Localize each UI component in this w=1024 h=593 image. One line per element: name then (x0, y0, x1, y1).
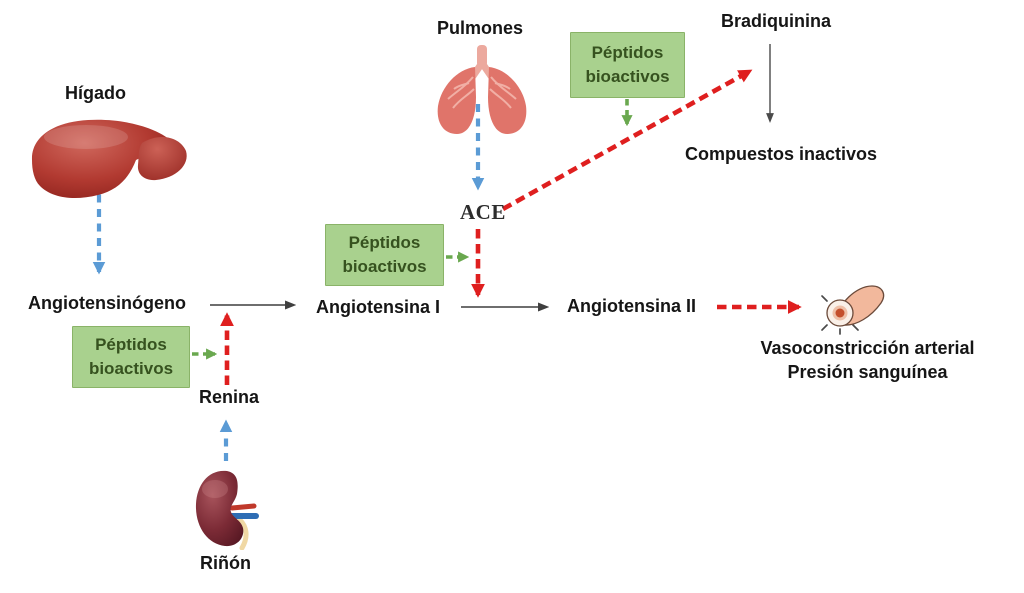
ace-label: ACE (460, 200, 506, 224)
lungs-icon (437, 45, 527, 134)
vasoconstriction-line1: Vasoconstricción arterial (760, 338, 975, 358)
blood-vessel-icon (821, 285, 885, 335)
peptide-box-top: Péptidos bioactivos (570, 32, 685, 98)
peptide-box-left-line2: bioactivos (88, 359, 174, 378)
angiotensin2-label: Angiotensina II (567, 296, 697, 316)
vasoconstriction-label: Vasoconstricción arterial Presión sanguí… (745, 336, 990, 385)
peptide-box-middle-line2: bioactivos (342, 257, 427, 276)
angiotensinogen-label: Angiotensinógeno (28, 293, 186, 313)
bradykinin-label: Bradiquinina (721, 11, 832, 31)
peptide-box-middle-line1: Péptidos (348, 233, 421, 253)
inactive-compounds-label: Compuestos inactivos (685, 144, 878, 164)
kidney-label: Riñón (200, 553, 251, 573)
liver-label: Hígado (65, 83, 126, 103)
peptide-box-left-line1: Péptidos (95, 335, 167, 355)
liver-icon (31, 119, 187, 198)
blood-pressure-line2: Presión sanguínea (787, 362, 948, 383)
peptide-box-top-line1: Péptidos (591, 43, 664, 63)
renin-label: Renina (199, 387, 260, 407)
peptide-box-middle: Péptidos bioactivos (325, 224, 444, 286)
kidney-icon (195, 470, 259, 550)
peptide-box-left: Péptidos bioactivos (72, 326, 190, 388)
lungs-label: Pulmones (437, 18, 524, 38)
peptide-box-top-line2: bioactivos (585, 67, 670, 86)
angiotensin1-label: Angiotensina I (316, 297, 441, 317)
